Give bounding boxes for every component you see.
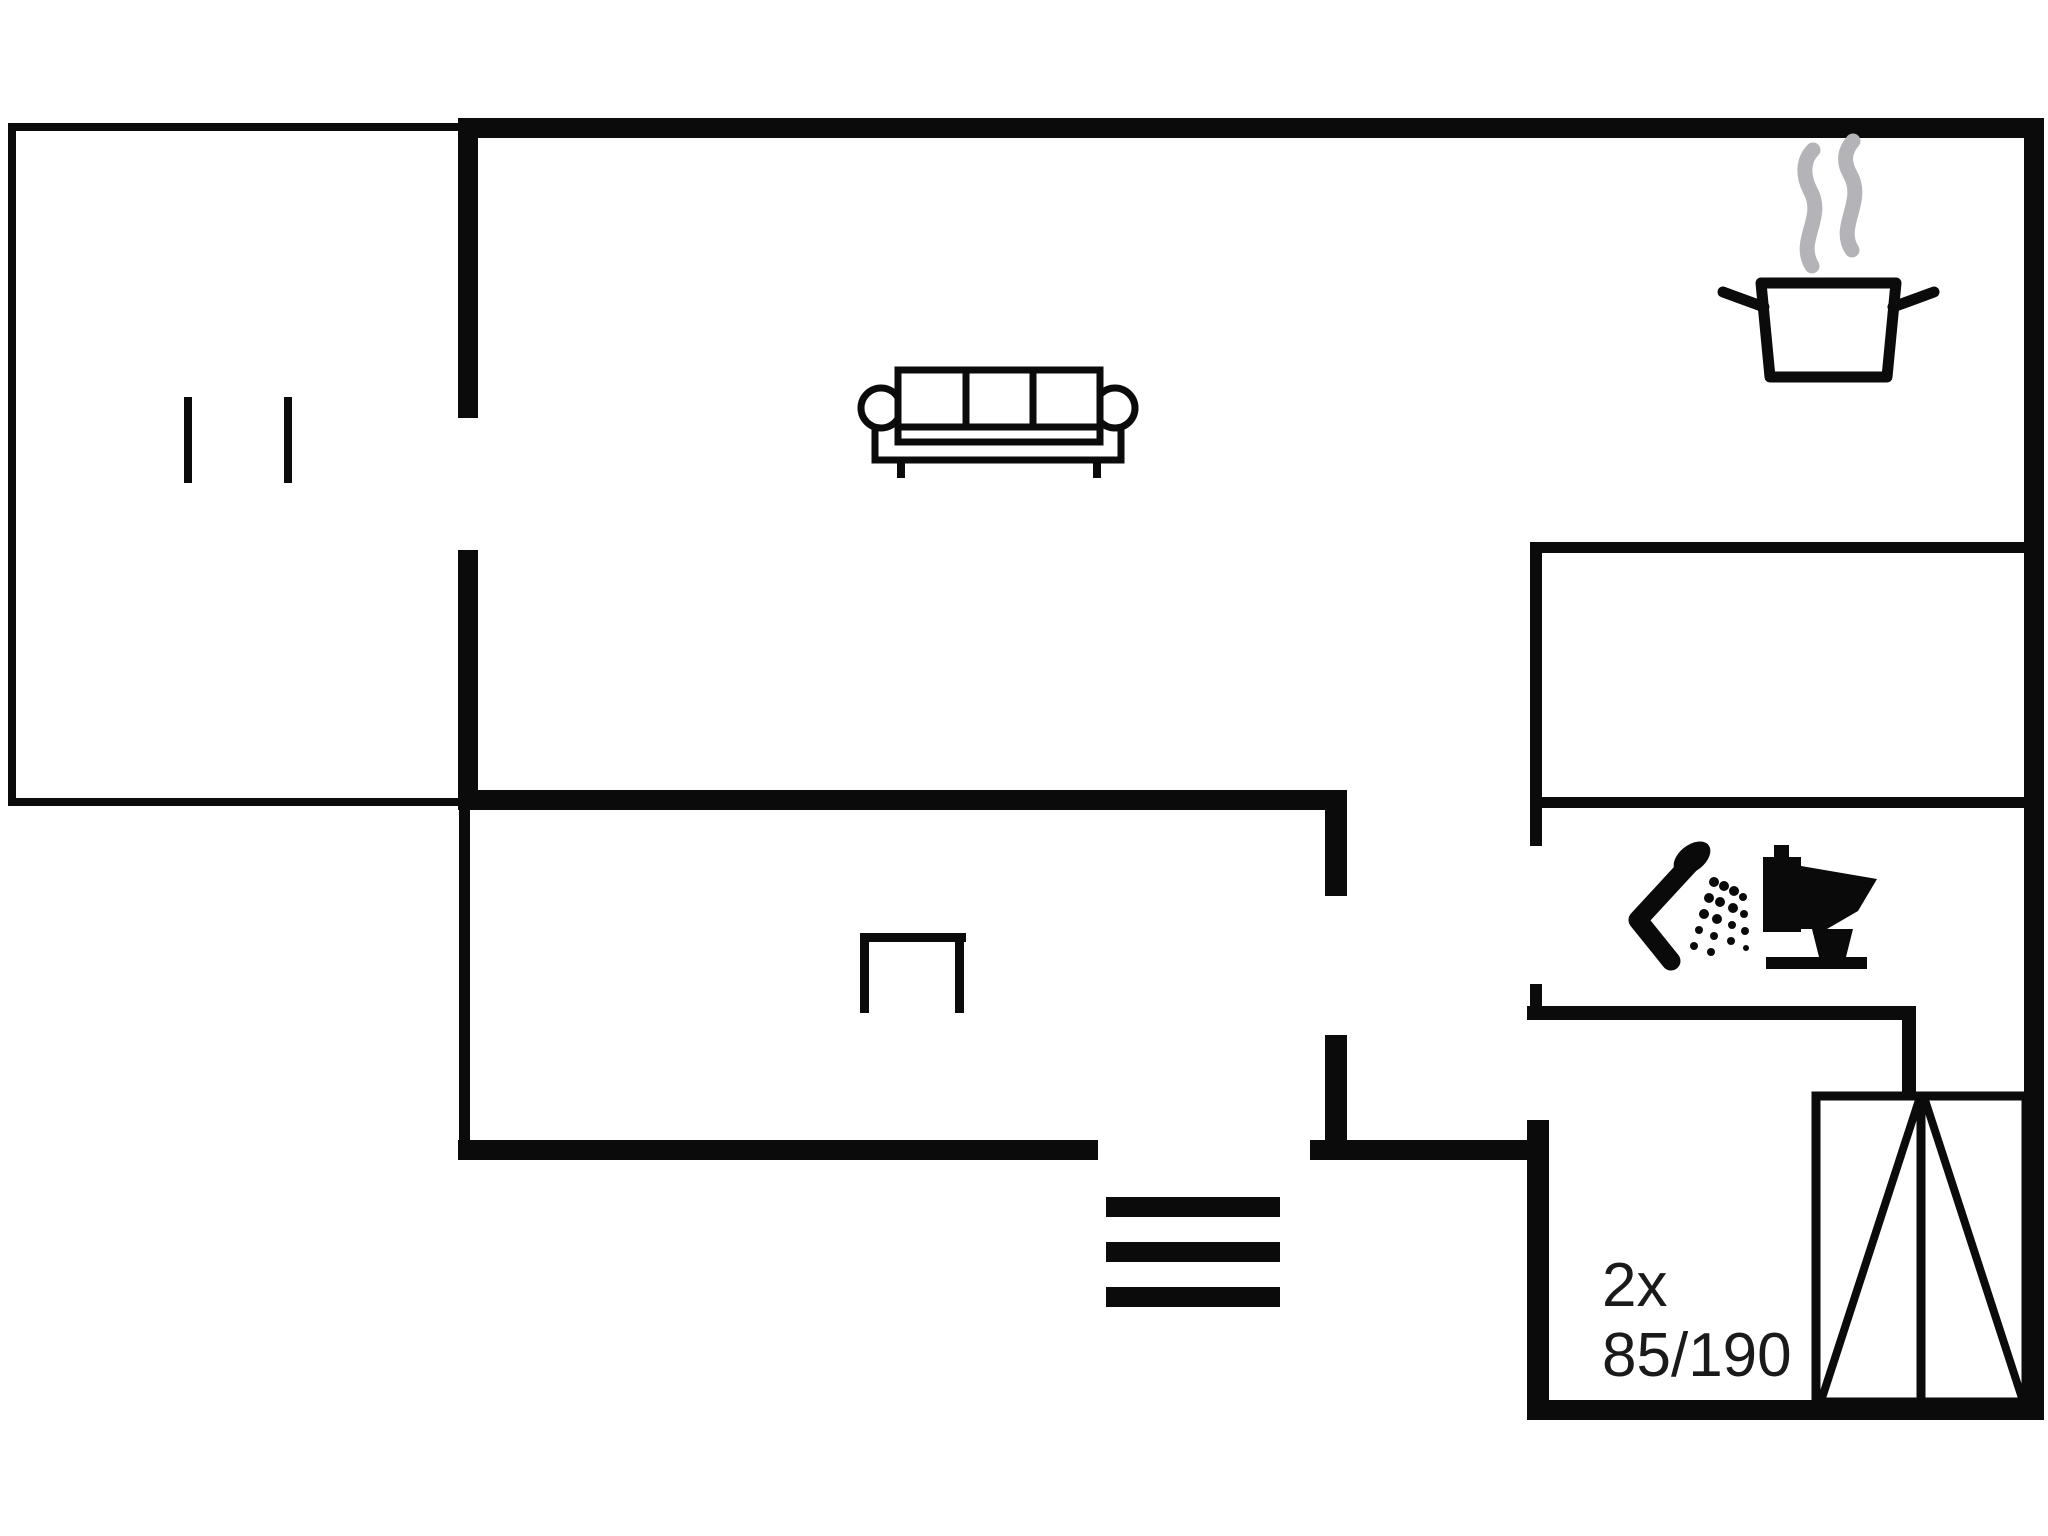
pot-handle-left xyxy=(1717,286,1770,313)
steam-wisp-left xyxy=(1797,142,1823,274)
shower-hose xyxy=(1628,846,1707,971)
wall-hall-stub-upper xyxy=(1325,806,1347,896)
annex-walls xyxy=(8,123,458,806)
bed-count-label: 2x xyxy=(1602,1251,1667,1320)
sofa-backrest xyxy=(894,366,1104,446)
pot-handle-right xyxy=(1887,286,1940,313)
steam-icon xyxy=(1797,133,1863,274)
table-icon xyxy=(860,933,966,1013)
door-mark-icon xyxy=(184,397,292,483)
wall-annex-left xyxy=(8,123,16,806)
table-top-edge xyxy=(860,933,966,942)
sofa-foot-left xyxy=(897,456,905,478)
toilet-button xyxy=(1774,845,1789,857)
cooking-pot-icon xyxy=(1717,133,1940,383)
shower-spray xyxy=(1690,877,1749,956)
wall-rightroom-left xyxy=(1530,542,1542,807)
toilet-bowl xyxy=(1801,866,1877,929)
interior-walls xyxy=(458,542,2024,1160)
step-3 xyxy=(1106,1287,1280,1307)
wardrobe-door-diagonal-left xyxy=(1818,1098,1923,1400)
wall-hallroom-left xyxy=(459,810,470,1145)
wardrobe-icon xyxy=(1811,1091,2031,1407)
step-1 xyxy=(1106,1197,1280,1217)
wall-hall-stub-lower xyxy=(1325,1035,1347,1160)
table-left-edge xyxy=(860,933,869,1013)
shower-icon xyxy=(1628,841,1749,971)
toilet-pedestal xyxy=(1812,929,1853,957)
step-2 xyxy=(1106,1242,1280,1262)
toilet-base xyxy=(1766,957,1867,969)
shower-head xyxy=(1673,841,1711,875)
wall-middle xyxy=(458,790,1347,810)
wardrobe-door-diagonal-right xyxy=(1921,1098,2026,1400)
wall-left-lower xyxy=(458,550,478,810)
wall-annex-bottom xyxy=(8,798,458,806)
table-right-edge xyxy=(955,933,964,1013)
wall-left-upper xyxy=(458,118,478,418)
wall-rightroom-bottom xyxy=(1530,797,2024,808)
door-mark-right xyxy=(284,397,292,483)
wall-bedroom-left xyxy=(1527,1120,1549,1420)
wall-annex-top xyxy=(8,123,458,131)
wall-top xyxy=(458,118,2044,138)
door-mark-left xyxy=(184,397,192,483)
wall-rightroom-top xyxy=(1530,542,2024,553)
bed-size-label: 85/190 xyxy=(1602,1321,1792,1390)
bed-label: 2x 85/190 xyxy=(1602,1251,1792,1390)
toilet-icon xyxy=(1763,845,1877,969)
wall-bottom-left xyxy=(458,1140,1098,1160)
toilet-tank xyxy=(1763,857,1801,932)
wall-bathroom-stub-upper xyxy=(1530,808,1542,846)
pot-body xyxy=(1755,277,1902,383)
sofa-foot-right xyxy=(1093,456,1101,478)
wall-bottom-right xyxy=(1310,1140,1549,1160)
entrance-steps-icon xyxy=(1106,1197,1280,1307)
steam-wisp-right xyxy=(1838,133,1863,258)
wall-bathroom-bottom xyxy=(1527,1006,1916,1020)
sofa-icon xyxy=(857,366,1139,478)
wall-bathroom-jog xyxy=(1902,1006,1916,1100)
